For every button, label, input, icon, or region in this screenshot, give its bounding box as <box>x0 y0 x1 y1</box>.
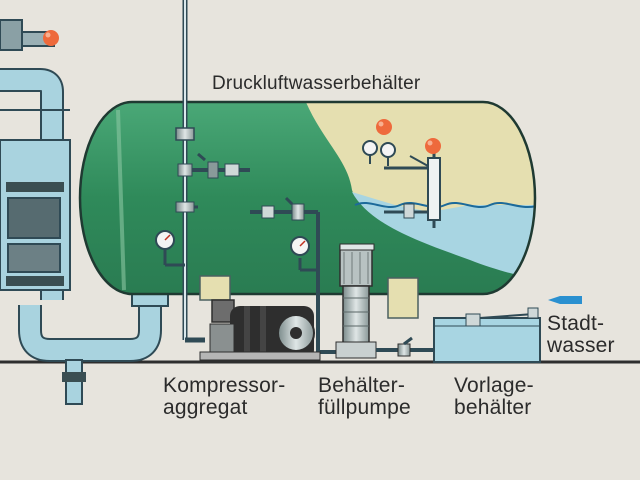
feed-tank-label-line-1: Vorlage- <box>454 374 534 397</box>
pressure-gauge-icon <box>290 236 310 256</box>
pressure-gauge-icon <box>380 142 396 166</box>
city-water-label-line-1: Stadt- <box>547 312 605 335</box>
flow-arrow-icon <box>548 296 582 304</box>
instrument-line <box>250 196 340 354</box>
motor-icon <box>339 243 375 284</box>
feed-tank-label-line-2: behälter <box>454 396 532 419</box>
left-pipe-system <box>0 19 169 405</box>
indicator-lamp-icon <box>376 119 392 135</box>
flange <box>6 182 64 192</box>
tank-title-text: Druckluftwasserbehälter <box>212 73 421 94</box>
fill-pump <box>335 243 434 359</box>
pressure-tank <box>78 100 537 296</box>
city-water-label-line-2: wasser <box>547 334 615 357</box>
pump-label-line-2: füllpumpe <box>318 396 411 419</box>
compressor-label: Kompressor- aggregat <box>163 375 285 419</box>
valve-icon <box>175 201 198 213</box>
tank-title-label: Druckluftwasserbehälter <box>212 73 420 95</box>
valve-icon <box>177 152 250 179</box>
pump-label-line-1: Behälter- <box>318 374 406 397</box>
compressor-label-line-1: Kompressor- <box>163 374 286 397</box>
pressure-gauge-icon <box>155 230 185 267</box>
pedestal <box>199 275 231 301</box>
indicator-lamp-icon <box>425 138 441 154</box>
pump-label: Behälter- füllpumpe <box>318 375 411 419</box>
compressor-unit <box>199 299 321 361</box>
feed-tank-label: Vorlage- behälter <box>454 375 534 419</box>
pedestal <box>387 277 419 319</box>
pressure-gauge-icon <box>362 140 378 164</box>
valve-icon <box>175 127 195 141</box>
city-water-label: Stadt- wasser <box>547 313 615 357</box>
indicator-lamp-icon <box>43 30 59 46</box>
pipe-valve-body <box>7 197 61 239</box>
feed-tank <box>433 307 541 363</box>
compressor-label-line-2: aggregat <box>163 396 248 419</box>
